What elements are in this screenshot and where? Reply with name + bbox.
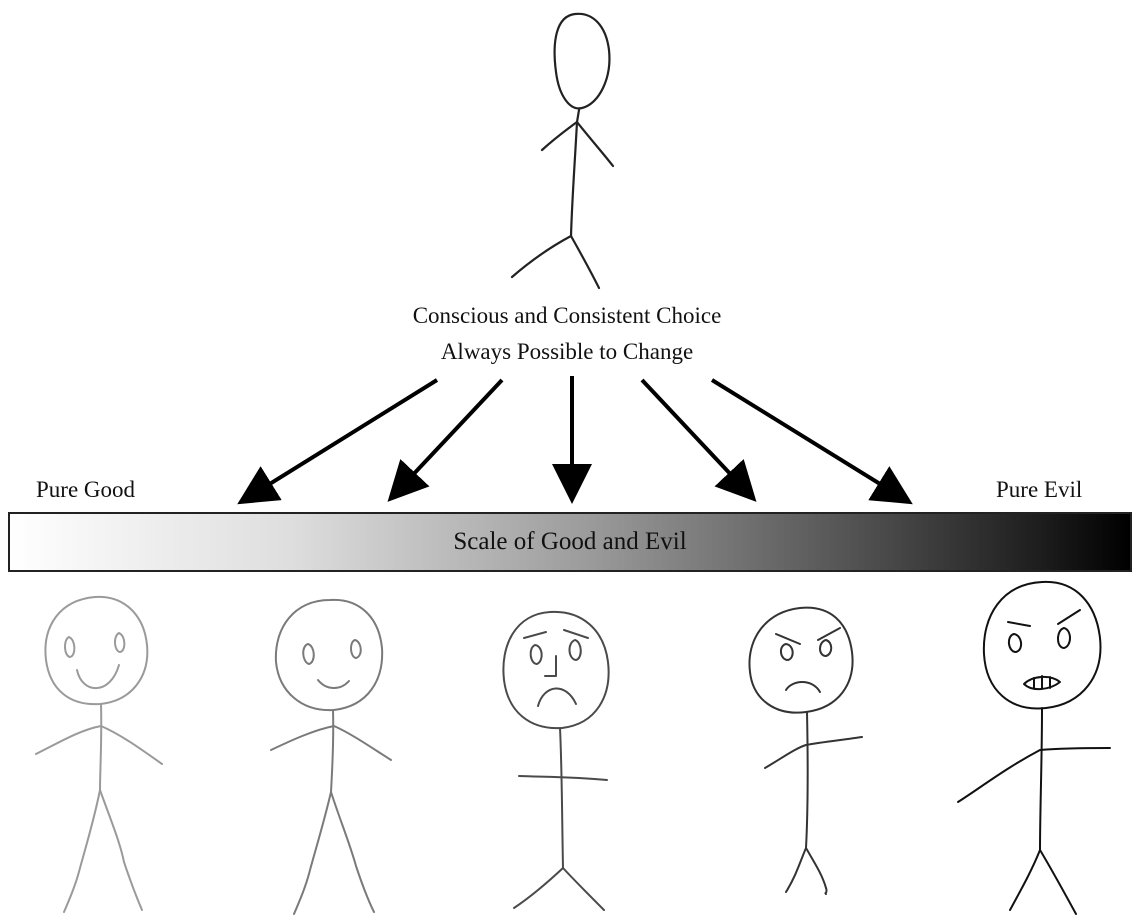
- figure-3-left-leg: [513, 867, 564, 909]
- figure-4-head: [748, 606, 854, 714]
- chooser-figure: [510, 12, 615, 290]
- scale-title: Scale of Good and Evil: [453, 528, 687, 555]
- figure-2-head: [274, 598, 384, 712]
- caption-line-2: Always Possible to Change: [440, 339, 694, 364]
- figure-2-right-eye: [350, 639, 362, 659]
- figure-1-left-eye: [64, 636, 76, 658]
- figure-3-arms: [518, 775, 608, 781]
- figure-5-right-leg: [1039, 849, 1077, 915]
- figure-2-right-leg: [330, 791, 375, 913]
- figure-1-right-leg: [99, 789, 143, 911]
- figure-4-right-leg: [805, 847, 828, 895]
- figure-angry-frown: [748, 606, 863, 895]
- figure-4-left-brow: [775, 633, 801, 645]
- figure-1-right-eye: [114, 632, 126, 653]
- figure-5-torso: [1039, 707, 1043, 851]
- caption-line-1: Conscious and Consistent Choice: [412, 303, 722, 328]
- figure-1-smile: [76, 664, 120, 690]
- figure-3-right-brow: [563, 629, 589, 639]
- arrow-1: [237, 378, 439, 505]
- figure-5-arms: [957, 747, 1111, 803]
- figure-angry-teeth: [957, 580, 1111, 915]
- chooser-torso: [569, 120, 579, 238]
- figure-3-frown: [537, 687, 577, 707]
- figure-4-torso: [805, 711, 809, 849]
- figure-1-arms: [35, 725, 163, 765]
- pure-good-label: Pure Good: [36, 477, 136, 502]
- figure-4-frown: [785, 681, 821, 693]
- figure-5-left-brow: [1007, 621, 1031, 627]
- chooser-left-leg: [510, 234, 573, 279]
- figure-4-left-leg: [785, 847, 807, 893]
- choice-arrows: [237, 376, 913, 505]
- chooser-right-arm: [575, 120, 615, 168]
- arrow-2: [387, 378, 504, 502]
- figure-2-left-leg: [293, 791, 332, 915]
- figure-5-right-brow: [1057, 609, 1081, 625]
- chooser-right-leg: [569, 234, 601, 290]
- figure-2-torso: [330, 709, 335, 793]
- figure-1-torso: [99, 703, 103, 791]
- good-evil-scale-bar: Scale of Good and Evil: [8, 512, 1132, 572]
- figure-4-right-eye: [819, 639, 833, 657]
- figure-2-smile: [317, 679, 350, 689]
- chooser-left-arm: [540, 120, 579, 152]
- figure-3-right-eye: [568, 639, 582, 661]
- figure-5-right-eye: [1057, 627, 1071, 649]
- figure-3-right-leg: [562, 867, 605, 911]
- chooser-head: [553, 12, 611, 110]
- figure-3-left-brow: [523, 631, 547, 639]
- figure-3-head: [502, 610, 610, 730]
- figure-3-left-eye: [529, 644, 543, 665]
- figure-4-arms: [764, 736, 863, 769]
- figure-5-teeth: [1033, 675, 1051, 689]
- figure-3-nose: [544, 655, 557, 677]
- figure-1-left-leg: [63, 789, 101, 913]
- figure-2-left-eye: [302, 643, 315, 665]
- figure-sad-frown: [502, 610, 610, 911]
- figure-small-smile: [270, 598, 392, 915]
- figure-1-head: [44, 595, 149, 706]
- arrow-4: [640, 378, 757, 502]
- figure-wide-smile: [35, 595, 163, 913]
- figure-2-arms: [270, 725, 392, 761]
- figure-4-right-brow: [817, 627, 841, 641]
- figure-3-torso: [559, 727, 564, 869]
- arrow-5: [710, 378, 913, 505]
- figure-5-left-eye: [1008, 633, 1022, 653]
- figure-5-left-leg: [1009, 849, 1041, 911]
- figure-5-head: [982, 580, 1102, 710]
- chooser-neck: [575, 108, 581, 124]
- pure-evil-label: Pure Evil: [996, 477, 1083, 502]
- figure-4-left-eye: [780, 643, 794, 661]
